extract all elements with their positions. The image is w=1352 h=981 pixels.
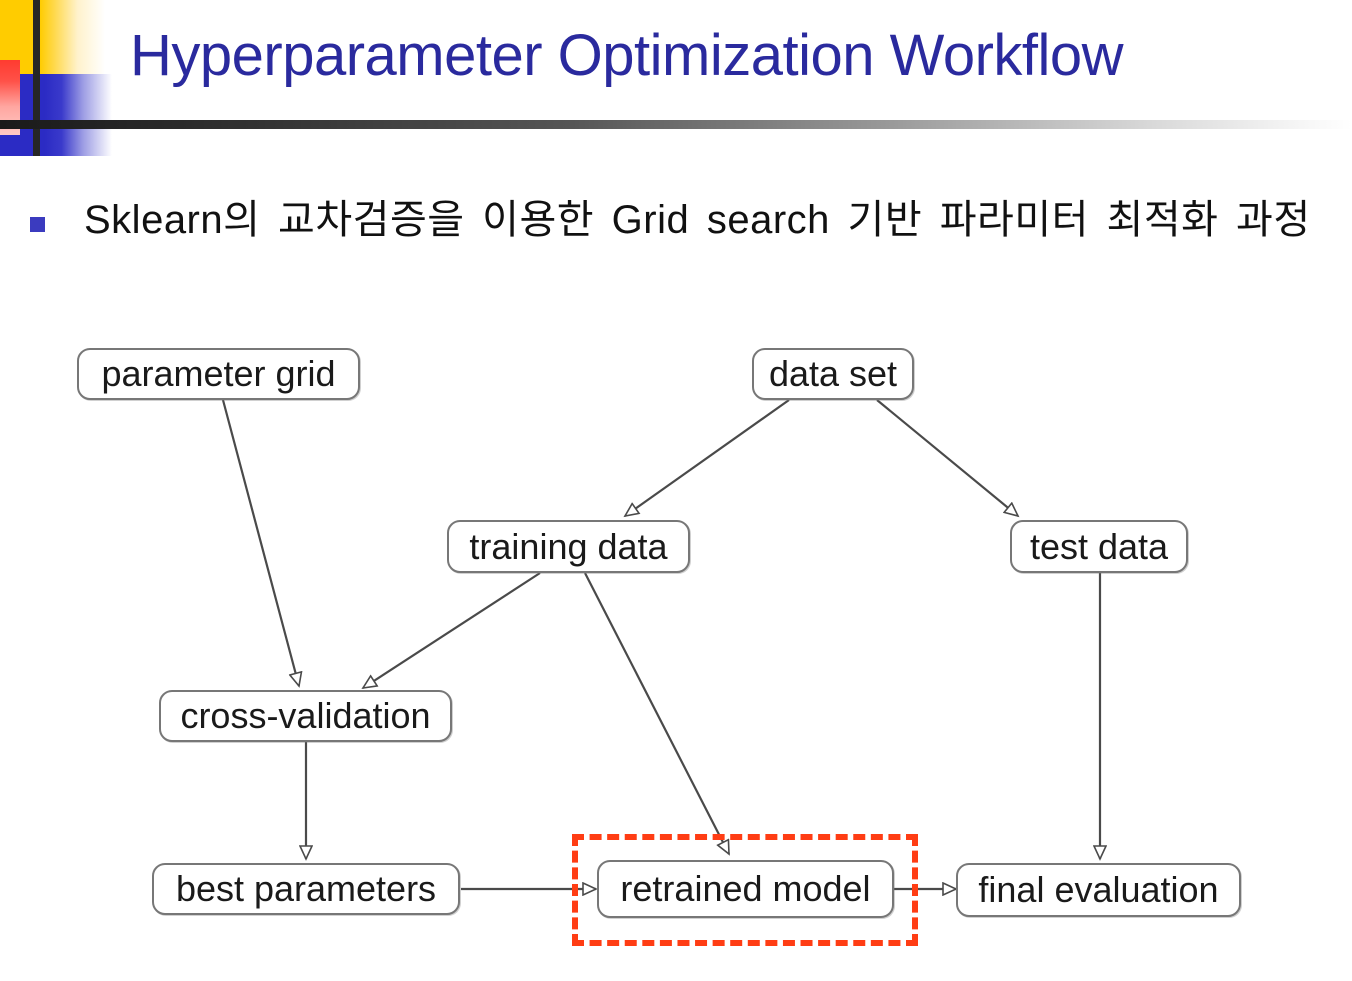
decoration-vertical-rule (33, 0, 40, 156)
node-label: parameter grid (101, 353, 336, 394)
diagram-edges-layer (221, 399, 1352, 960)
node-final-evaluation[interactable]: final evaluation (956, 863, 1241, 917)
bullet-item: Sklearn의 교차검증을 이용한 Grid search 기반 파라미터 최… (30, 196, 1320, 245)
page-title: Hyperparameter Optimization Workflow (130, 23, 1124, 88)
bullet-square-icon (30, 217, 45, 232)
node-label: final evaluation (978, 869, 1219, 910)
workflow-diagram: parameter grid data set training data te… (0, 320, 1352, 960)
edge-training-data-to-cross-validation (363, 572, 541, 688)
node-label: test data (1029, 525, 1169, 567)
node-parameter-grid[interactable]: parameter grid (77, 348, 360, 400)
node-test-data[interactable]: test data (1010, 520, 1188, 573)
node-label: best parameters (175, 868, 437, 909)
edge-parameter-grid-to-cross-validation (221, 399, 299, 686)
edge-data-set-to-test-data (876, 399, 1018, 516)
bullet-item-label: Sklearn의 교차검증을 이용한 Grid search 기반 파라미터 최… (84, 198, 1311, 242)
node-cross-validation[interactable]: cross-validation (159, 690, 452, 742)
node-data-set[interactable]: data set (752, 348, 914, 400)
decoration-red-block (0, 60, 20, 135)
node-label: data set (768, 353, 898, 394)
node-label: retrained model (620, 868, 871, 909)
node-best-parameters[interactable]: best parameters (152, 863, 460, 915)
node-label: training data (469, 525, 668, 567)
decoration-horizontal-rule (0, 120, 1352, 129)
highlight-box-retrained-model (572, 834, 918, 946)
node-label: cross-validation (180, 695, 431, 736)
edge-training-data-to-retrained-model (584, 572, 730, 854)
edge-data-set-to-training-data (625, 399, 790, 516)
node-retrained-model[interactable]: retrained model (597, 860, 894, 918)
node-training-data[interactable]: training data (447, 520, 690, 573)
